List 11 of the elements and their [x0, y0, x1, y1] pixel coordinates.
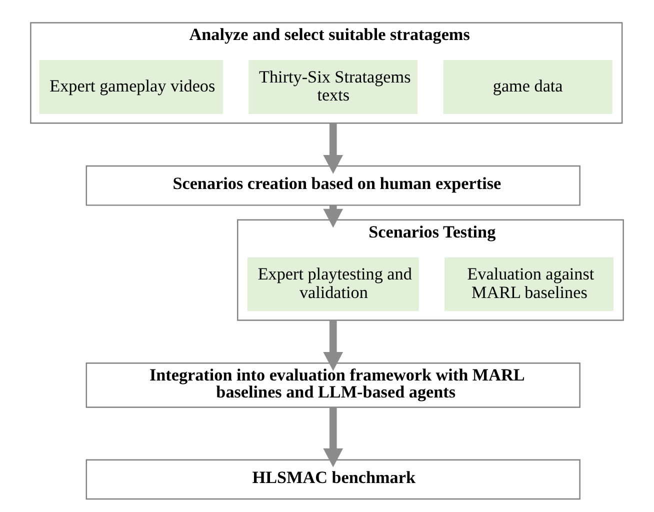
node-box: HLSMAC benchmark: [86, 459, 580, 500]
node-box: Expert gameplay videos: [39, 60, 223, 114]
node-box: Expert playtesting and validation: [247, 257, 419, 312]
node-box: Scenarios creation based on human expertise: [86, 165, 580, 206]
node-box: game data: [443, 60, 612, 114]
arrow: [323, 320, 344, 371]
arrow: [323, 407, 344, 468]
arrow: [323, 123, 344, 174]
node-box: Evaluation against MARL baselines: [444, 257, 614, 312]
node-box: Thirty-Six Stratagems texts: [248, 60, 418, 114]
node-box: Integration into evaluation framework with MARL baselines and LLM-based agents: [86, 362, 580, 408]
